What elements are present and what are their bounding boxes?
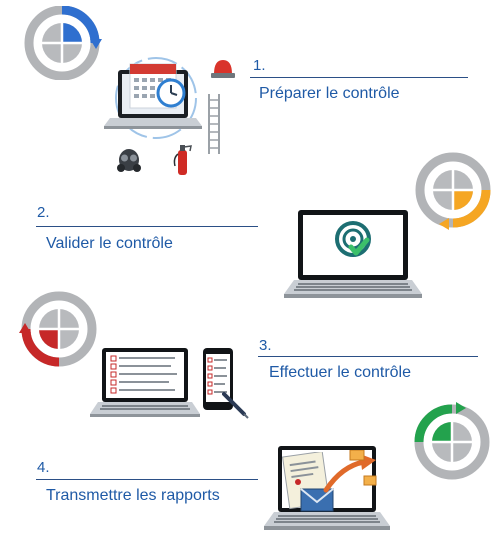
step-3-label: Effectuer le contrôle [269, 364, 412, 381]
beacon-light-icon [210, 58, 236, 80]
step-4-number: 4. [37, 459, 50, 476]
step-4-divider [36, 479, 258, 480]
step-3-divider [258, 356, 478, 357]
step-2-label: Valider le contrôle [46, 235, 173, 252]
step-3-number: 3. [259, 337, 272, 354]
fire-extinguisher-icon [172, 142, 192, 176]
cycle-icon-step4 [410, 402, 494, 482]
cycle-icon-step3 [18, 290, 100, 368]
cycle-icon-step1 [20, 6, 104, 80]
validated-target-icon [334, 220, 374, 260]
laptop-checklist-icon [90, 346, 200, 418]
cycle-icon-step2 [412, 150, 494, 230]
clock-icon [156, 78, 186, 108]
step-1-number: 1. [253, 57, 266, 74]
send-arrow-icon [320, 450, 380, 494]
ladder-icon [206, 94, 222, 154]
step-2-number: 2. [37, 204, 50, 221]
laptop-icon-step2 [284, 208, 422, 300]
step-2-divider [36, 226, 258, 227]
pen-icon [222, 392, 250, 420]
gas-mask-icon [116, 148, 142, 174]
step-1-label: Préparer le contrôle [259, 85, 400, 102]
step-1-divider [250, 77, 468, 78]
step-4-label: Transmettre les rapports [46, 487, 220, 504]
email-envelope-icon [300, 488, 334, 514]
